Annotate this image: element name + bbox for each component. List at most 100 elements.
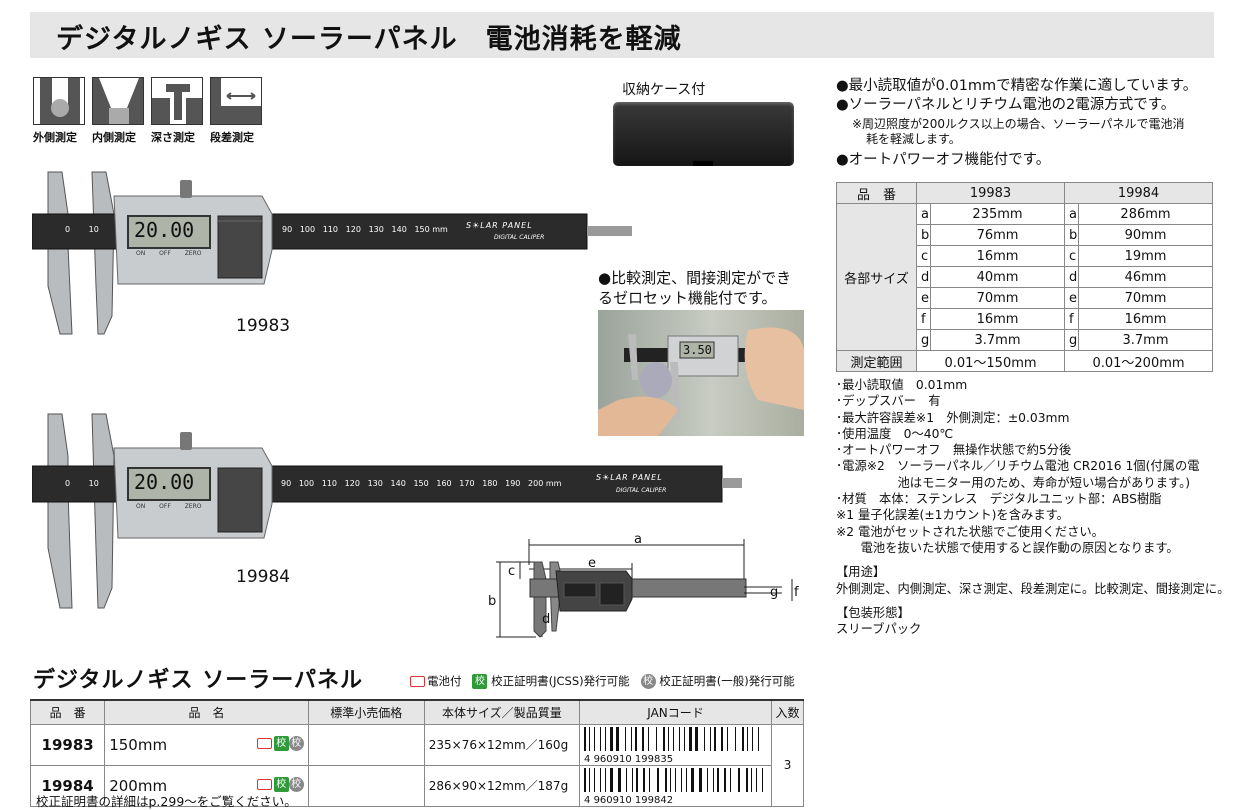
- barcode-bar: [584, 726, 587, 751]
- barcode-bar: [670, 726, 672, 751]
- barcode-bar: [668, 726, 670, 751]
- barcode-bar: [695, 767, 698, 792]
- barcode-bar: [721, 767, 723, 792]
- spec-item: ･材質 本体：ステンレス デジタルユニット部：ABS樹脂: [836, 492, 1162, 507]
- spec-header-label: 品 番: [836, 182, 917, 204]
- barcode-bar: [614, 767, 617, 792]
- barcode-bar: [625, 726, 627, 751]
- barcode-bar: [758, 726, 760, 751]
- dimension-drawing: a b c d e f g: [488, 535, 799, 638]
- dim-value: 16mm: [930, 245, 1065, 267]
- barcode-bar: [629, 767, 631, 792]
- spec-item: 池はモニター用のため、寿命が短い場合があります。): [836, 475, 1191, 490]
- spec-item: 電池を抜いた状態で使用すると誤作動の原因となります。: [836, 540, 1179, 555]
- spec-item: ･最小読取値 0.01mm: [836, 378, 968, 392]
- scale-ticks-bottom: 90 100 110 120 130 140 150 160 170 180 1…: [281, 479, 562, 488]
- col-header: 入数: [771, 699, 804, 725]
- barcode-bar: [605, 767, 607, 792]
- barcode-bar: [727, 726, 729, 751]
- dim-key: e: [916, 287, 931, 309]
- digital-caliper-label: DIGITAL CALIPER: [616, 487, 667, 494]
- barcode-bar: [700, 726, 703, 751]
- dim-label-g: g: [770, 585, 778, 600]
- spec-item: ･デップスバー 有: [836, 394, 941, 409]
- barcode-bar: [651, 726, 655, 751]
- range-value: 0.01～150mm: [916, 350, 1065, 372]
- page-title: デジタルノギス ソーラーパネル 電池消耗を軽減: [56, 24, 682, 55]
- on-button: ON: [136, 250, 146, 257]
- dim-key: g: [1064, 329, 1079, 351]
- barcode-bar: [634, 767, 636, 792]
- barcode-bar: [681, 767, 683, 792]
- off-button: OFF: [159, 250, 171, 257]
- barcode-bar: [646, 726, 648, 751]
- feature-item: ●オートパワーオフ機能付です。: [836, 152, 1051, 168]
- spec-item: ･最大許容誤差※1 外側測定：±0.03mm: [836, 410, 1070, 425]
- battery-icon: [410, 676, 425, 687]
- barcode-bar: [647, 767, 649, 792]
- barcode-bar: [693, 726, 695, 751]
- product-size: 286×90×12mm／187g: [423, 764, 581, 807]
- barcode-bar: [728, 767, 730, 792]
- barcode-bar: [626, 767, 628, 792]
- barcode-bar: [691, 767, 695, 792]
- barcode-bar: [764, 767, 767, 792]
- legend-battery: 電池付: [427, 674, 462, 688]
- scale-start: 0 10: [65, 225, 99, 234]
- size-label: 各部サイズ: [836, 203, 917, 351]
- barcode-bar: [672, 767, 674, 792]
- barcode-bar: [584, 767, 587, 792]
- barcode-bar: [707, 767, 709, 792]
- barcode-bar: [656, 726, 658, 751]
- barcode-bar: [684, 726, 686, 751]
- barcode-bar: [725, 726, 727, 751]
- barcode-bar: [670, 767, 672, 792]
- off-button: OFF: [159, 503, 171, 510]
- dim-value: 235mm: [930, 203, 1065, 225]
- spec-table: 品 番 19983 19984 各部サイズ a 235mm a 286mm b …: [836, 182, 1213, 372]
- jan-cell: 4 960910 199842: [579, 764, 773, 807]
- barcode-bar: [724, 767, 727, 792]
- scale-ticks-top: 90 100 110 120 130 140 150 mm: [282, 225, 448, 234]
- barcode-bar: [589, 767, 591, 792]
- dim-value: 40mm: [930, 266, 1065, 288]
- dim-key: c: [1064, 245, 1079, 267]
- barcode-bar: [756, 767, 758, 792]
- product-name-cell: 200mm 校校: [104, 764, 309, 807]
- step-measurement-icon: [210, 77, 262, 125]
- scale-start: 0 10: [65, 479, 99, 488]
- dim-key: f: [916, 308, 931, 330]
- barcode-bar: [760, 726, 763, 751]
- product-table: 品 番 品 名 標準小売価格 本体サイズ／製品質量 JANコード 入数 1998…: [29, 699, 804, 807]
- caliper-19983-image: [32, 171, 632, 335]
- general-cert-badge-icon: 校: [640, 674, 656, 689]
- barcode-bar: [699, 767, 703, 792]
- barcode: [584, 725, 767, 751]
- digital-caliper-label: DIGITAL CALIPER: [494, 234, 545, 241]
- caliper-19984-image: [32, 413, 742, 609]
- barcode-bar: [660, 767, 664, 792]
- barcode-bar: [594, 767, 596, 792]
- dim-value: 70mm: [930, 287, 1065, 309]
- dim-key: d: [1064, 266, 1079, 288]
- col-header: 品 名: [104, 699, 309, 725]
- spec-header-model: 19984: [1064, 182, 1213, 204]
- dim-value: 3.7mm: [930, 329, 1065, 351]
- dim-value: 76mm: [930, 224, 1065, 246]
- barcode-bar: [616, 726, 620, 751]
- caliper-buttons-label: ON OFF ZERO: [136, 250, 201, 257]
- range-value: 0.01～200mm: [1064, 350, 1213, 372]
- caliper-buttons-label: ON OFF ZERO: [136, 503, 201, 510]
- barcode-bar: [657, 767, 660, 792]
- package-text: スリーブパック: [836, 622, 922, 637]
- barcode-bar: [597, 767, 600, 792]
- col-header: 本体サイズ／製品質量: [423, 699, 581, 725]
- dim-value: 19mm: [1078, 245, 1213, 267]
- product-code: 19983: [29, 723, 106, 766]
- on-button: ON: [136, 503, 146, 510]
- dim-value: 70mm: [1078, 287, 1213, 309]
- barcode-bar: [721, 726, 724, 751]
- barcode-bar: [591, 767, 593, 792]
- barcode-bar: [652, 767, 656, 792]
- feature-item: ●最小読取値が0.01mmで精密な作業に適しています。: [836, 78, 1198, 94]
